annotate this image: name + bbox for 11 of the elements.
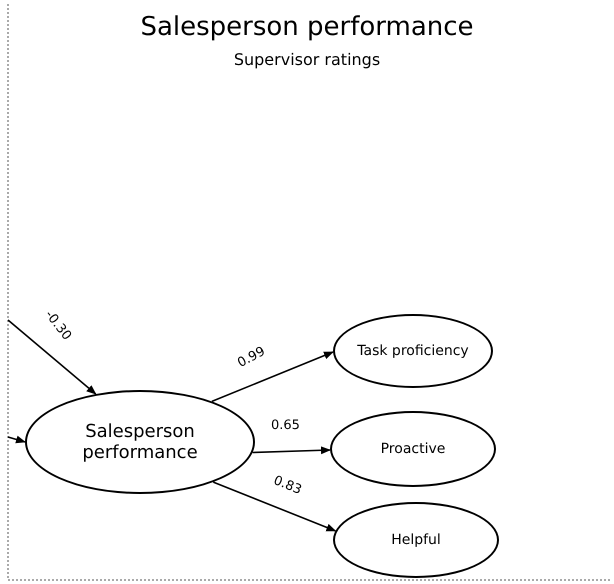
arrow bbox=[252, 446, 331, 454]
node-label: Salesperson performance bbox=[81, 421, 199, 463]
arrow bbox=[213, 481, 336, 532]
subtitle: Supervisor ratings bbox=[232, 50, 382, 69]
node-label: Proactive bbox=[380, 441, 446, 457]
title: Salesperson performance bbox=[139, 12, 475, 42]
arrow bbox=[8, 436, 26, 444]
arrow bbox=[212, 351, 334, 402]
node-label: Task proficiency bbox=[356, 343, 470, 359]
arrow bbox=[7, 319, 96, 395]
node-label: Helpful bbox=[390, 532, 442, 548]
